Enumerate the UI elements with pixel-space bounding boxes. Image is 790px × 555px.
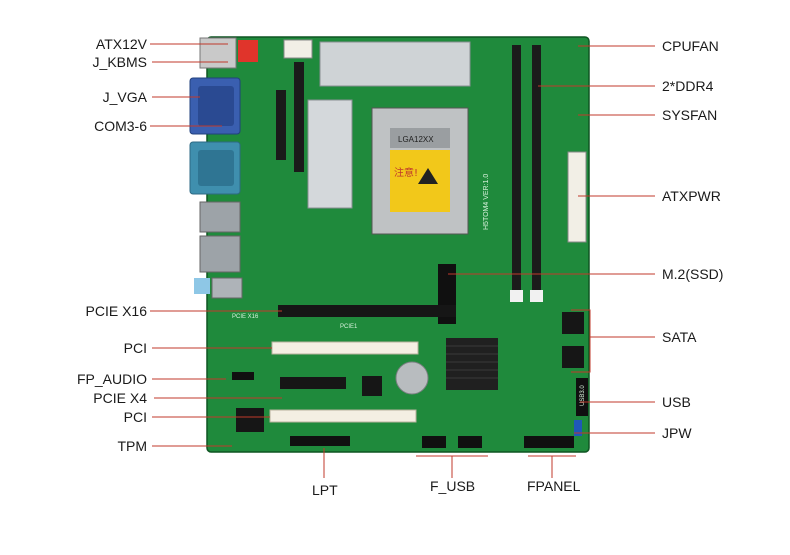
model-text: H5TOM4 VER:1.0 <box>483 174 490 230</box>
pcie-x4-slot <box>280 377 346 389</box>
lan-port-1 <box>199 201 241 233</box>
vrm-heatsink-left <box>307 99 353 209</box>
pcie-x4-text: PCIE1 <box>340 324 358 330</box>
label-j-kbms: J_KBMS <box>92 54 147 70</box>
usb3-header <box>576 378 588 416</box>
pcb-board <box>207 37 589 452</box>
fpanel-header <box>524 436 574 448</box>
label-tpm: TPM <box>117 438 147 454</box>
label-fpanel: FPANEL <box>527 478 581 494</box>
sata-port-2 <box>562 346 584 368</box>
f-usb-header-2 <box>458 436 482 448</box>
label-lpt: LPT <box>312 482 338 498</box>
atx-power-connector <box>567 151 587 243</box>
label-com3-6: COM3-6 <box>94 118 147 134</box>
leader-lines <box>150 43 655 478</box>
atx12v-connector <box>238 40 258 62</box>
label-m2-ssd: M.2(SSD) <box>662 266 724 282</box>
label-fp-audio: FP_AUDIO <box>76 371 147 387</box>
label-atx12v: ATX12V <box>95 36 147 52</box>
usb3-text: USB3.0 <box>580 385 586 406</box>
label-cpufan: CPUFAN <box>662 38 719 54</box>
pcie-x16-text: PCIE X16 <box>232 314 259 320</box>
label-pcie-x4: PCIE X4 <box>93 390 147 406</box>
label-sysfan: SYSFAN <box>662 107 718 123</box>
label-jpw: JPW <box>662 425 692 441</box>
lan-port-2 <box>199 235 241 273</box>
label-atxpwr: ATXPWR <box>662 188 721 204</box>
label-f-usb: F_USB <box>430 478 476 494</box>
socket-text: LGA12XX <box>398 135 434 144</box>
f-usb-header-1 <box>422 436 446 448</box>
label-sata: SATA <box>662 329 697 345</box>
kbms-port <box>199 37 237 69</box>
pci-slot-1 <box>271 341 419 355</box>
pci-slot-2 <box>269 409 417 423</box>
warning-text: 注意! <box>394 166 418 179</box>
chipset-heatsink <box>446 338 498 390</box>
label-j-vga: J_VGA <box>102 89 147 105</box>
label-pci-2: PCI <box>123 409 147 425</box>
sata-port-1 <box>562 312 584 334</box>
ram-slot-2 <box>532 45 541 297</box>
ram-slot-1 <box>512 45 521 297</box>
label-pci-1: PCI <box>123 340 147 356</box>
pcie-x16-slot <box>278 305 456 317</box>
lpt-header <box>290 436 350 446</box>
label-pcie-x16: PCIE X16 <box>85 303 147 319</box>
label-usb: USB <box>662 394 691 410</box>
label-ddr4: 2*DDR4 <box>662 78 714 94</box>
cmos-battery <box>395 361 429 395</box>
vrm-heatsink-top <box>319 41 471 87</box>
